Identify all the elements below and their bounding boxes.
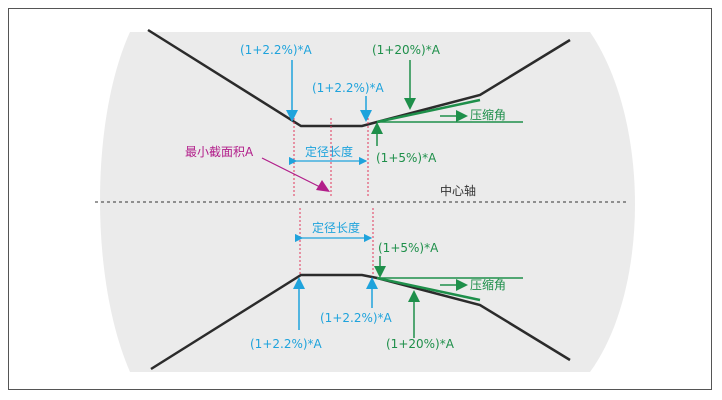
min-area-arrow-icon [316,180,330,192]
top-angle-label: 压缩角 [470,107,506,122]
top-angle-line [376,98,481,124]
top-green-20-label: (1+20%)*A [372,43,441,57]
top-length-label: 定径长度 [305,144,353,159]
bottom-mid-ratio-label: (1+2.2%)*A [320,311,393,325]
top-left-ratio-label: (1+2.2%)*A [240,43,313,57]
bottom-green-20-label: (1+20%)*A [386,337,455,351]
bottom-angle-line [376,276,481,302]
bottom-die-outline [150,273,571,371]
bottom-length-label: 定径长度 [312,220,360,235]
top-die-outline [147,28,571,128]
bottom-left-ratio-label: (1+2.2%)*A [250,337,323,351]
top-green-5-label: (1+5%)*A [376,151,437,165]
bottom-angle-label: 压缩角 [470,277,506,292]
min-area-leader [261,157,323,189]
min-area-label: 最小截面积A [185,145,254,159]
bottom-green-5-label: (1+5%)*A [378,241,439,255]
center-axis-label: 中心轴 [440,183,476,198]
top-right-ratio-label: (1+2.2%)*A [312,81,385,95]
